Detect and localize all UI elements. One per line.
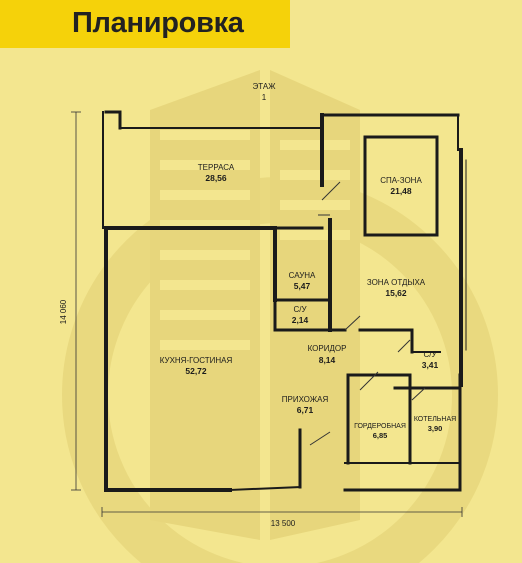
watermark-logo — [62, 70, 498, 563]
dimension-lines — [71, 111, 463, 517]
doors — [309, 181, 426, 446]
room-name-sauna: САУНА — [289, 271, 316, 280]
room-area-sauna: 5,47 — [294, 281, 311, 291]
room-area-corridor: 8,14 — [319, 355, 336, 365]
room-name-hall: ПРИХОЖАЯ — [282, 395, 329, 404]
room-name-wc2: С/У — [423, 350, 437, 359]
room-area-wc1: 2,14 — [292, 315, 309, 325]
room-area-spa: 21,48 — [390, 186, 412, 196]
room-area-terrace: 28,56 — [205, 173, 227, 183]
floor-number: 1 — [262, 93, 267, 102]
room-name-corridor: КОРИДОР — [308, 344, 347, 353]
room-area-wc2: 3,41 — [422, 360, 439, 370]
room-area-hall: 6,71 — [297, 405, 314, 415]
floor-label: ЭТАЖ — [252, 82, 276, 91]
room-name-wardrobe: ГОРДЕРОБНАЯ — [354, 423, 406, 430]
room-area-boiler: 3,90 — [428, 424, 443, 433]
room-area-kitchen: 52,72 — [185, 366, 207, 376]
room-name-wc1: С/У — [293, 305, 307, 314]
room-name-rest: ЗОНА ОТДЫХА — [367, 278, 426, 287]
room-name-terrace: ТЕРРАСА — [198, 163, 235, 172]
title-banner: Планировка — [0, 0, 290, 48]
dimension-height: 14 060 — [59, 299, 68, 324]
dimension-width: 13 500 — [271, 519, 296, 528]
room-area-wardrobe: 6,85 — [373, 431, 388, 440]
room-name-spa: СПА-ЗОНА — [380, 176, 422, 185]
room-name-boiler: КОТЕЛЬНАЯ — [414, 416, 456, 423]
room-name-kitchen: КУХНЯ-ГОСТИНАЯ — [160, 356, 233, 365]
room-area-rest: 15,62 — [385, 288, 407, 298]
walls — [102, 110, 467, 492]
page-title: Планировка — [72, 7, 244, 39]
